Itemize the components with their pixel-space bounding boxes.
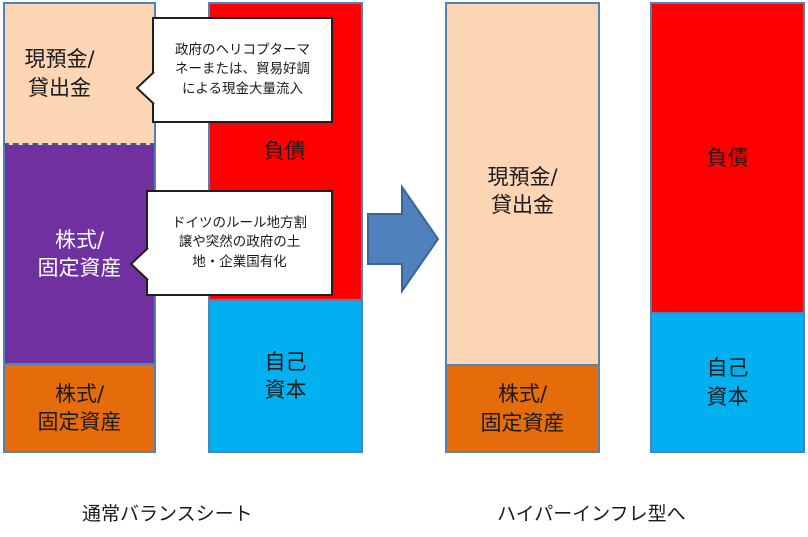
right-caption: ハイパーインフレ型へ	[497, 503, 686, 525]
right-debt-label: 負債	[706, 145, 749, 170]
left-stocks-label: 株式/ 固定資産	[37, 227, 122, 280]
right-cash-block: 現預金/ 貸出金	[445, 2, 600, 364]
callout-cash-inflow: 政府のヘリコプターマ ネーまたは、貿易好調 による現金大量流入	[152, 17, 333, 123]
right-debt-block: 負債	[650, 2, 805, 312]
callout-cash-inflow-pointer	[135, 71, 155, 105]
callout-nationalization-pointer	[129, 247, 149, 281]
callout-cash-inflow-text: 政府のヘリコプターマ ネーまたは、貿易好調 による現金大量流入	[175, 41, 310, 97]
callout-nationalization: ドイツのルール地方割 譲や突然の政府の土 地・企業国有化	[146, 190, 333, 296]
transition-arrow	[367, 184, 440, 294]
callout-nationalization-text: ドイツのルール地方割 譲や突然の政府の土 地・企業国有化	[172, 214, 307, 270]
left-debt-label: 負債	[263, 139, 306, 164]
left-equity-block: 自己 資本	[208, 299, 363, 453]
right-stocks-label: 株式/ 固定資産	[480, 382, 565, 435]
right-equity-block: 自己 資本	[650, 312, 805, 453]
left-stocks2-label: 株式/ 固定資産	[37, 381, 122, 434]
left-caption: 通常バランスシート	[82, 503, 253, 525]
left-stocks-purple-block: 株式/ 固定資産	[3, 145, 156, 363]
left-stocks-orange-block: 株式/ 固定資産	[3, 363, 156, 453]
left-cash-label: 現預金/ 貸出金	[24, 47, 95, 100]
left-cash-block: 現預金/ 貸出金	[3, 2, 156, 145]
right-equity-label: 自己 資本	[706, 356, 749, 409]
right-stocks-block: 株式/ 固定資産	[445, 364, 600, 453]
left-equity-label: 自己 資本	[264, 349, 307, 402]
right-cash-label: 現預金/ 貸出金	[487, 164, 558, 217]
